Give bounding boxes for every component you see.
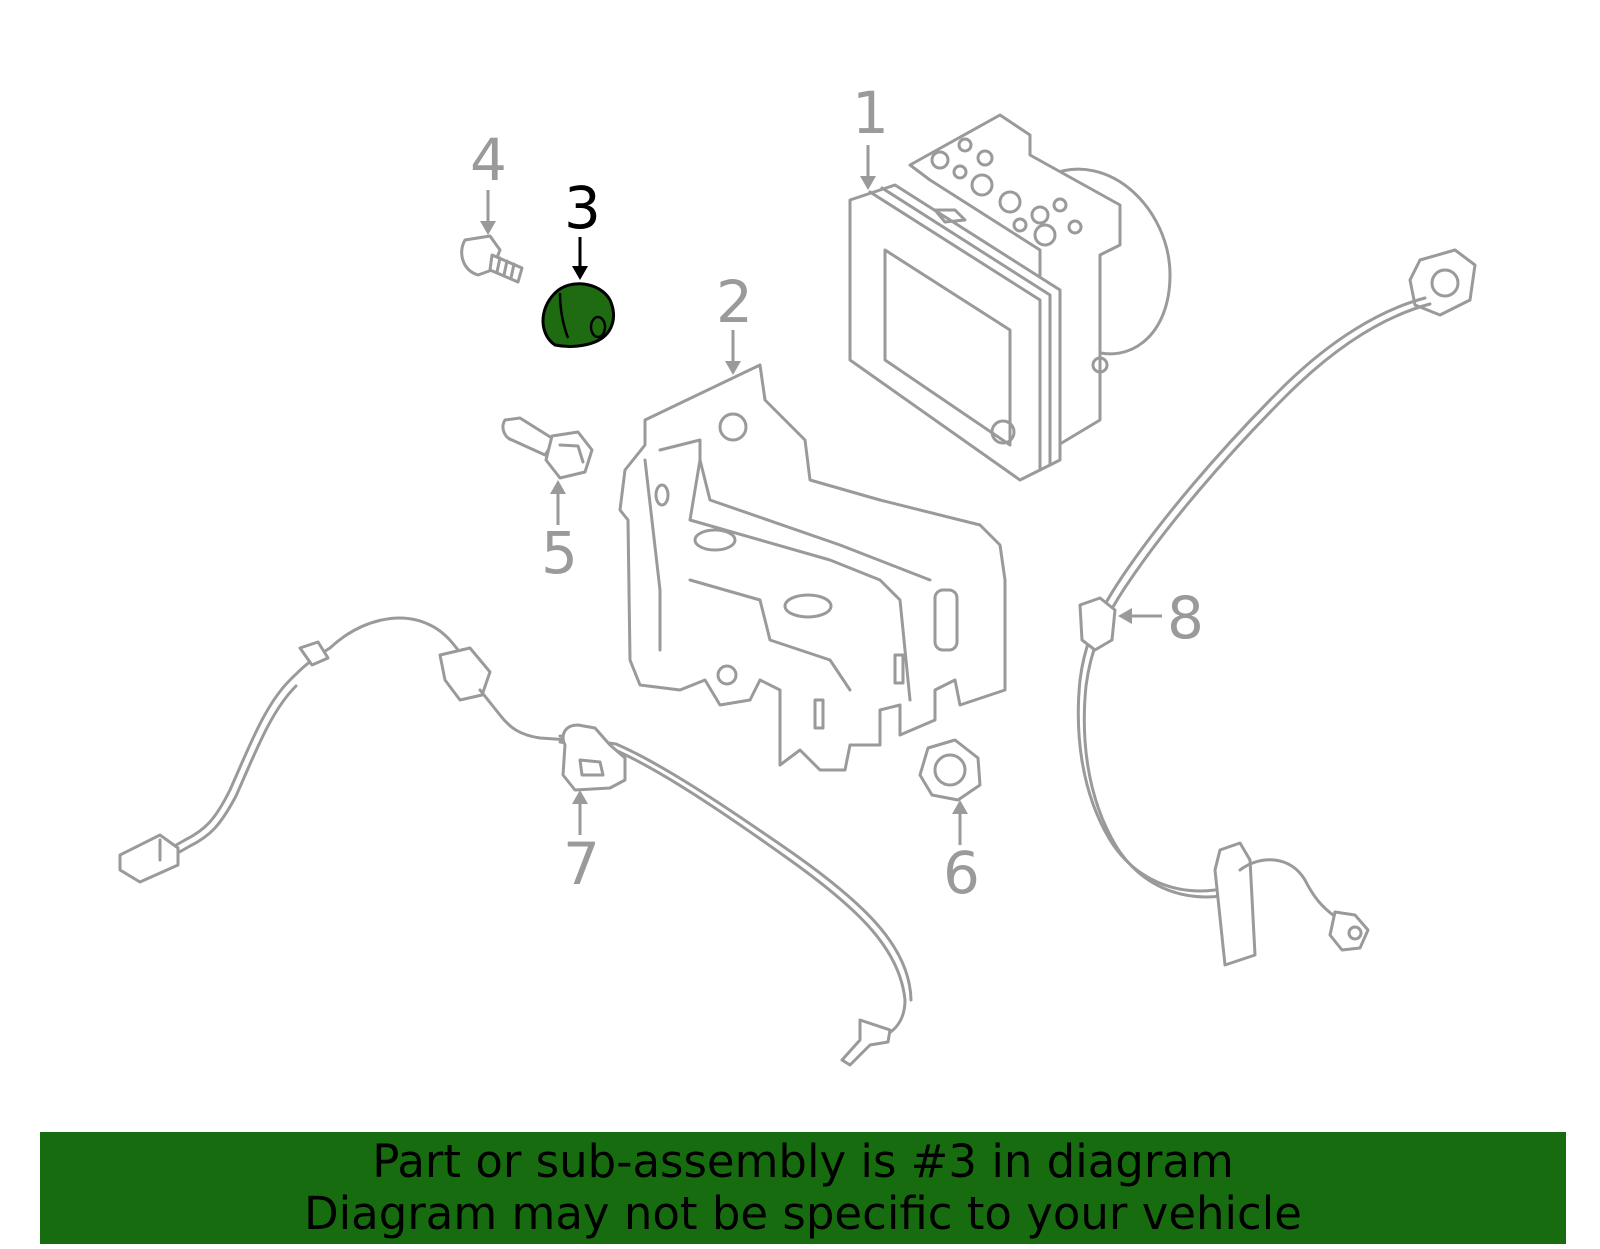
callout-5: 5	[541, 519, 578, 587]
arrow-4	[480, 190, 496, 235]
callout-3: 3	[564, 174, 601, 242]
part-4-screw[interactable]	[460, 234, 524, 284]
part-1-abs-unit[interactable]	[848, 113, 1172, 482]
arrow-2	[725, 330, 741, 375]
arrow-6	[952, 800, 968, 845]
callout-arrows	[480, 145, 1162, 845]
banner-line-part: Part or sub-assembly is #3 in diagram	[372, 1135, 1234, 1188]
part-6-nut[interactable]	[918, 738, 982, 802]
part-7-sensor-harness[interactable]	[118, 616, 913, 1067]
callout-6: 6	[943, 839, 980, 907]
info-banner: Part or sub-assembly is #3 in diagram Di…	[40, 1132, 1566, 1244]
arrow-7	[572, 790, 588, 835]
callout-1: 1	[852, 79, 889, 147]
callout-2: 2	[716, 268, 753, 336]
arrow-5	[550, 480, 566, 525]
callout-4: 4	[470, 126, 507, 194]
arrow-8	[1118, 608, 1162, 624]
part-2-bracket[interactable]	[618, 363, 1007, 772]
part-8-sensor-harness[interactable]	[1076, 248, 1477, 967]
callout-7: 7	[563, 830, 600, 898]
part-5-bolt[interactable]	[501, 416, 594, 480]
banner-line-disclaimer: Diagram may not be specific to your vehi…	[304, 1187, 1302, 1240]
arrow-3	[572, 237, 588, 280]
part-3-grommet[interactable]	[541, 282, 615, 348]
arrow-1	[860, 145, 876, 190]
callout-8: 8	[1167, 584, 1204, 652]
